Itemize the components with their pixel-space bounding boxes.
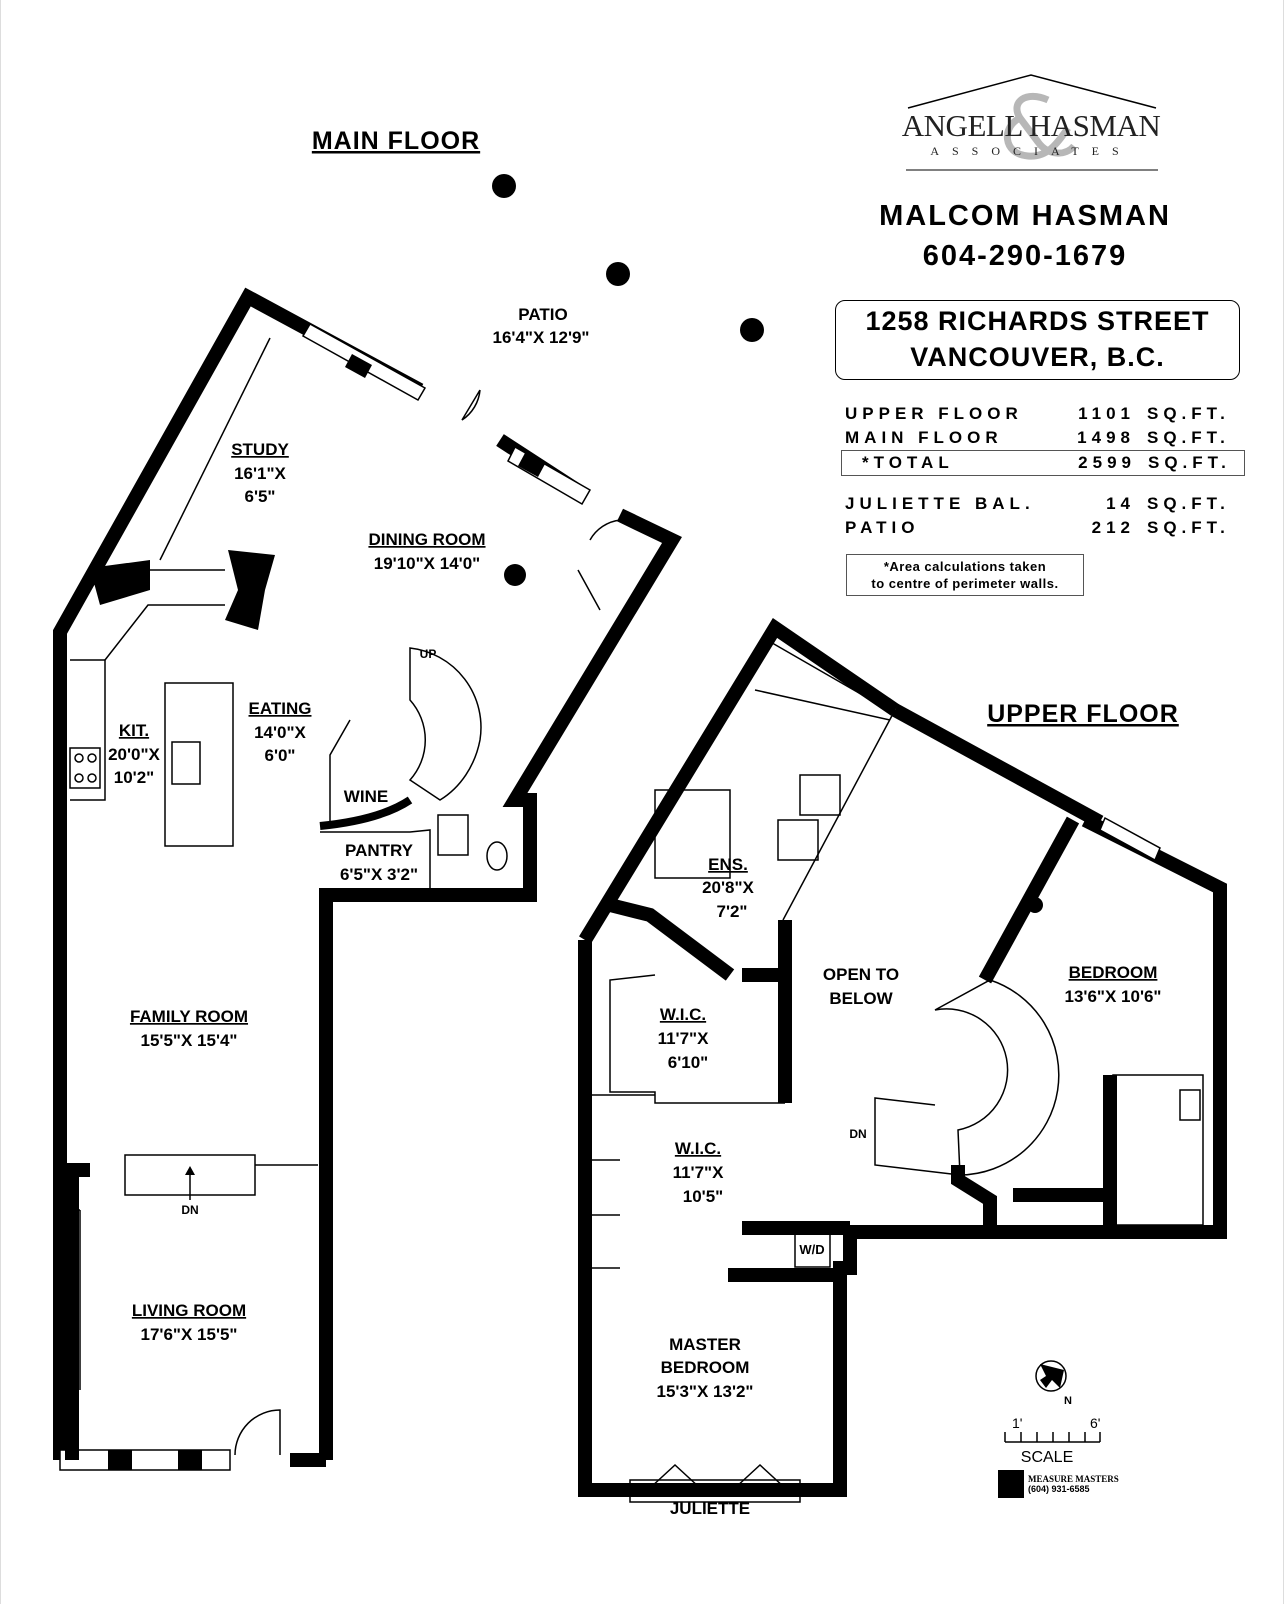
room-wic1-name: W.I.C. [660,1005,706,1024]
scale-start: 1' [1012,1415,1022,1431]
measure-masters-phone: (604) 931-6585 [1028,1484,1090,1494]
measure-masters-logo: MEASURE MASTERS (604) 931-6585 [998,1470,1119,1498]
area-unit: SQ.FT. [1148,453,1231,472]
agent-name: MALCOM HASMAN [879,200,1171,232]
room-family-dims: 15'5"X 15'4" [141,1031,238,1050]
address-line1: 1258 RICHARDS STREET [865,306,1210,336]
agent-block: MALCOM HASMAN 604-290-1679 [850,196,1200,276]
room-dining-name: DINING ROOM [368,530,485,549]
address-line2: VANCOUVER, B.C. [910,342,1165,372]
room-dining-dims: 19'10"X 14'0" [374,554,480,573]
measure-masters-mark [998,1470,1024,1498]
room-eating-dims1: 14'0"X [254,723,306,742]
area-unit: SQ.FT. [1147,518,1230,537]
main-floor-title: MAIN FLOOR [312,127,480,155]
upper-stair-down-label: DN [849,1127,866,1141]
main-stair-down-label: DN [181,1203,198,1217]
measure-masters-name: MEASURE MASTERS [1028,1474,1119,1484]
area-row-main: MAIN FLOOR 1498 SQ.FT. [845,426,1245,450]
area-label: *TOTAL [862,453,954,472]
room-kitchen-dims2: 10'2" [114,768,154,787]
note-line1: *Area calculations taken [883,559,1047,574]
room-eating-dims2: 6'0" [264,746,295,765]
upper-floor-title: UPPER FLOOR [987,700,1179,728]
area-value: 1101 [1078,404,1135,423]
scale-end: 6' [1090,1415,1100,1431]
room-wine-name: WINE [344,787,388,806]
juliette-balcony-label: JULIETTE [670,1499,750,1518]
open-to-below-line1: OPEN TO [823,965,899,984]
area-label: UPPER FLOOR [845,404,1023,423]
room-master-name2: BEDROOM [661,1358,750,1377]
upper-floor-walls [578,618,1227,1503]
area-unit: SQ.FT. [1147,404,1230,423]
room-patio-dims: 16'4"X 12'9" [493,328,590,347]
area-value: 212 [1091,518,1135,537]
area-label: PATIO [845,518,920,537]
laundry-wd-label: W/D [799,1242,824,1257]
room-study-dims1: 16'1"X [234,464,286,483]
area-unit: SQ.FT. [1147,494,1230,513]
room-ensuite-name: ENS. [708,855,748,874]
room-study-name: STUDY [231,440,289,459]
room-kitchen-dims1: 20'0"X [108,745,160,764]
room-bedroom-dims: 13'6"X 10'6" [1065,987,1162,1006]
company-logo: ANGELL HASMAN ASSOCIATES [898,72,1164,172]
room-wic2-name: W.I.C. [675,1139,721,1158]
room-living-dims: 17'6"X 15'5" [141,1325,238,1344]
room-study-dims2: 6'5" [244,487,275,506]
area-value: 2599 [1078,453,1136,472]
agent-phone: 604-290-1679 [922,240,1128,272]
main-stair-up-label: UP [420,647,437,661]
area-row-upper: UPPER FLOOR 1101 SQ.FT. [845,402,1245,426]
room-eating-name: EATING [249,699,312,718]
logo-name: ANGELL HASMAN [901,108,1161,143]
room-patio-name: PATIO [518,305,567,324]
logo-sub: ASSOCIATES [930,144,1132,158]
room-wic1-dims1: 11'7"X [658,1029,710,1048]
room-bedroom-name: BEDROOM [1069,963,1158,982]
room-living-name: LIVING ROOM [132,1301,246,1320]
area-row-total: *TOTAL 2599 SQ.FT. [841,450,1245,476]
scale-label: SCALE [1021,1449,1073,1466]
area-row-juliette: JULIETTE BAL. 14 SQ.FT. [845,492,1245,516]
scale-bar: 1' 6' SCALE [1004,1415,1101,1466]
room-kitchen-name: KIT. [119,721,149,740]
area-value: 14 [1106,494,1135,513]
room-pantry-name: PANTRY [345,841,414,860]
room-ensuite-dims2: 7'2" [716,902,747,921]
address-box: 1258 RICHARDS STREET VANCOUVER, B.C. [835,300,1240,380]
area-row-patio: PATIO 212 SQ.FT. [845,516,1245,540]
compass-north-label: N [1064,1395,1072,1407]
logo-roof-and-ampersand-icon [906,74,1158,171]
room-ensuite-dims1: 20'8"X [702,878,754,897]
room-wic2-dims1: 11'7"X [673,1163,725,1182]
area-unit: SQ.FT. [1147,428,1230,447]
room-pantry-dims: 6'5"X 3'2" [340,865,418,884]
room-wic2-dims2: 10'5" [683,1187,723,1206]
note-line2: to centre of perimeter walls. [871,576,1059,591]
room-family-name: FAMILY ROOM [130,1007,248,1026]
area-note: *Area calculations taken to centre of pe… [846,554,1084,596]
main-floor-walls [53,174,764,1471]
area-value: 1498 [1077,428,1135,447]
area-label: MAIN FLOOR [845,428,1003,447]
room-wic1-dims2: 6'10" [668,1053,708,1072]
room-master-dims: 15'3"X 13'2" [657,1382,754,1401]
area-label: JULIETTE BAL. [845,494,1035,513]
open-to-below-line2: BELOW [829,989,893,1008]
room-master-name1: MASTER [669,1335,741,1354]
north-compass: N [1035,1360,1072,1407]
